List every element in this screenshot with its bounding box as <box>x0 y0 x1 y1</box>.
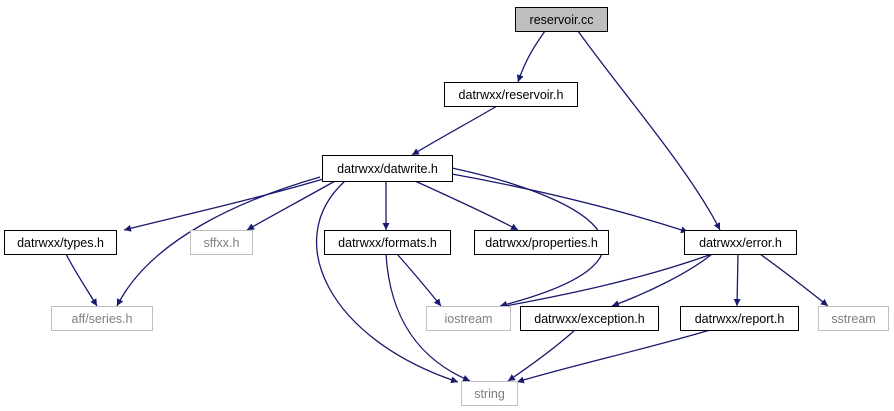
node-series-h: aff/series.h <box>51 306 153 331</box>
node-formats-h[interactable]: datrwxx/formats.h <box>324 230 451 255</box>
node-box <box>520 306 659 331</box>
node-box <box>322 155 453 182</box>
node-datwrite-h[interactable]: datrwxx/datwrite.h <box>322 155 453 182</box>
edge-error-h-to-report-h <box>733 253 741 307</box>
node-iostream: iostream <box>426 306 511 331</box>
node-box <box>4 230 117 255</box>
node-types-h[interactable]: datrwxx/types.h <box>4 230 117 255</box>
node-string: string <box>461 381 518 406</box>
node-box <box>444 82 578 107</box>
node-label: datrwxx/reservoir.h <box>459 88 564 102</box>
edge-datwrite-h-to-error-h <box>451 173 689 234</box>
node-label: sstream <box>831 312 875 326</box>
node-box <box>680 306 799 331</box>
node-report-h[interactable]: datrwxx/report.h <box>680 306 799 331</box>
node-label: datrwxx/error.h <box>699 236 782 250</box>
node-box <box>51 306 153 331</box>
edge-report-h-to-string <box>516 329 711 384</box>
node-box <box>474 230 609 255</box>
edge-exception-h-to-string <box>507 329 576 382</box>
nodes: reservoir.cc datrwxx/reservoir.h datrwxx/d… <box>4 7 889 406</box>
node-box <box>818 306 889 331</box>
node-label: sffxx.h <box>204 236 240 250</box>
node-box <box>515 7 608 32</box>
edge-error-h-to-sstream <box>759 253 829 307</box>
node-label: datrwxx/properties.h <box>485 236 598 250</box>
node-exception-h[interactable]: datrwxx/exception.h <box>520 306 659 331</box>
node-box <box>324 230 451 255</box>
edges <box>65 30 829 384</box>
node-sstream: sstream <box>818 306 889 331</box>
node-label: aff/series.h <box>72 312 133 326</box>
edge-reservoir-h-to-datwrite-h <box>411 105 498 156</box>
edge-error-h-to-iostream <box>499 253 713 310</box>
node-error-h[interactable]: datrwxx/error.h <box>684 230 797 255</box>
node-box <box>426 306 511 331</box>
edge-formats-h-to-string <box>385 253 471 382</box>
edge-reservoir-cc-to-reservoir-h <box>516 30 546 83</box>
node-label: reservoir.cc <box>530 13 594 27</box>
edge-datwrite-h-to-string <box>316 180 459 384</box>
node-label: datrwxx/types.h <box>17 236 104 250</box>
node-label: datrwxx/exception.h <box>534 312 645 326</box>
node-box <box>684 230 797 255</box>
node-box <box>190 230 253 255</box>
node-label: datrwxx/report.h <box>695 312 785 326</box>
node-label: iostream <box>445 312 493 326</box>
node-properties-h[interactable]: datrwxx/properties.h <box>474 230 609 255</box>
edge-formats-h-to-iostream <box>396 253 442 307</box>
edge-types-h-to-series-h <box>65 253 98 307</box>
edge-datwrite-h-to-series-h <box>116 176 321 307</box>
edge-datwrite-h-to-types-h <box>123 176 331 232</box>
node-label: string <box>474 387 505 401</box>
node-sffxx-h: sffxx.h <box>190 230 253 255</box>
edge-error-h-to-exception-h <box>611 253 713 307</box>
edge-datwrite-h-to-sffxx-h <box>246 180 336 231</box>
edge-reservoir-cc-to-error-h <box>577 30 721 231</box>
node-box <box>461 381 518 406</box>
edge-datwrite-h-to-properties-h <box>414 180 519 231</box>
node-reservoir-h[interactable]: datrwxx/reservoir.h <box>444 82 578 107</box>
node-reservoir-cc[interactable]: reservoir.cc <box>515 7 608 32</box>
node-label: datrwxx/datwrite.h <box>337 162 438 176</box>
node-label: datrwxx/formats.h <box>338 236 437 250</box>
